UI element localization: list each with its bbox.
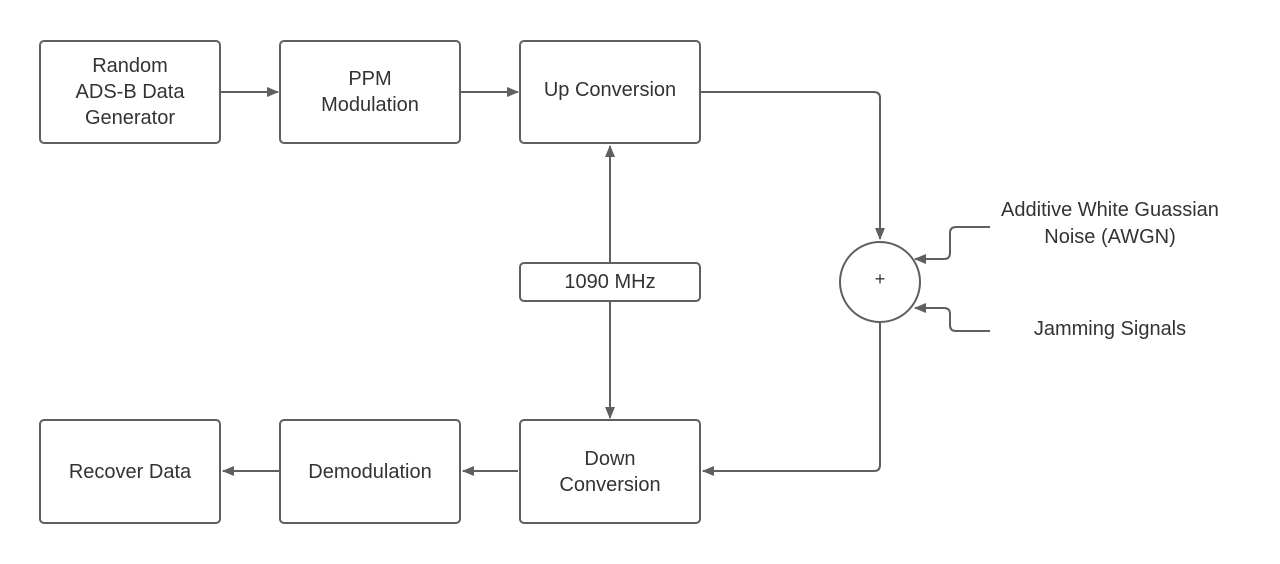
up-conversion-block: Up Conversion xyxy=(519,40,701,144)
demodulation-block: Demodulation xyxy=(279,419,461,524)
demodulation-label: Demodulation xyxy=(308,460,432,483)
adder-node: + xyxy=(839,241,921,323)
arrow-jamming-to-adder xyxy=(914,303,990,332)
oscillator-label: 1090 MHz xyxy=(564,271,656,293)
down-conversion-label: Down Conversion xyxy=(559,447,661,496)
arrow-adder-to-downconversion xyxy=(702,323,881,476)
recover-data-label: Recover Data xyxy=(68,460,192,483)
jamming-input-label: Jamming Signals xyxy=(1033,318,1187,340)
random-adsb-generator-label: Random ADS-B Data Generator xyxy=(75,55,185,129)
arrow-awgn-to-adder xyxy=(914,226,990,264)
recover-data-block: Recover Data xyxy=(39,419,221,524)
random-adsb-generator-block: Random ADS-B Data Generator xyxy=(39,40,221,144)
ppm-modulation-label: PPM Modulation xyxy=(321,68,419,116)
ppm-modulation-block: PPM Modulation xyxy=(279,40,461,144)
arrow-upconversion-to-adder xyxy=(701,91,885,240)
oscillator-block: 1090 MHz xyxy=(519,262,701,302)
awgn-input-label: Additive White Guassian Noise (AWGN) xyxy=(1001,199,1219,248)
adder-symbol: + xyxy=(874,268,886,289)
down-conversion-block: Down Conversion xyxy=(519,419,701,524)
up-conversion-label: Up Conversion xyxy=(543,79,677,101)
